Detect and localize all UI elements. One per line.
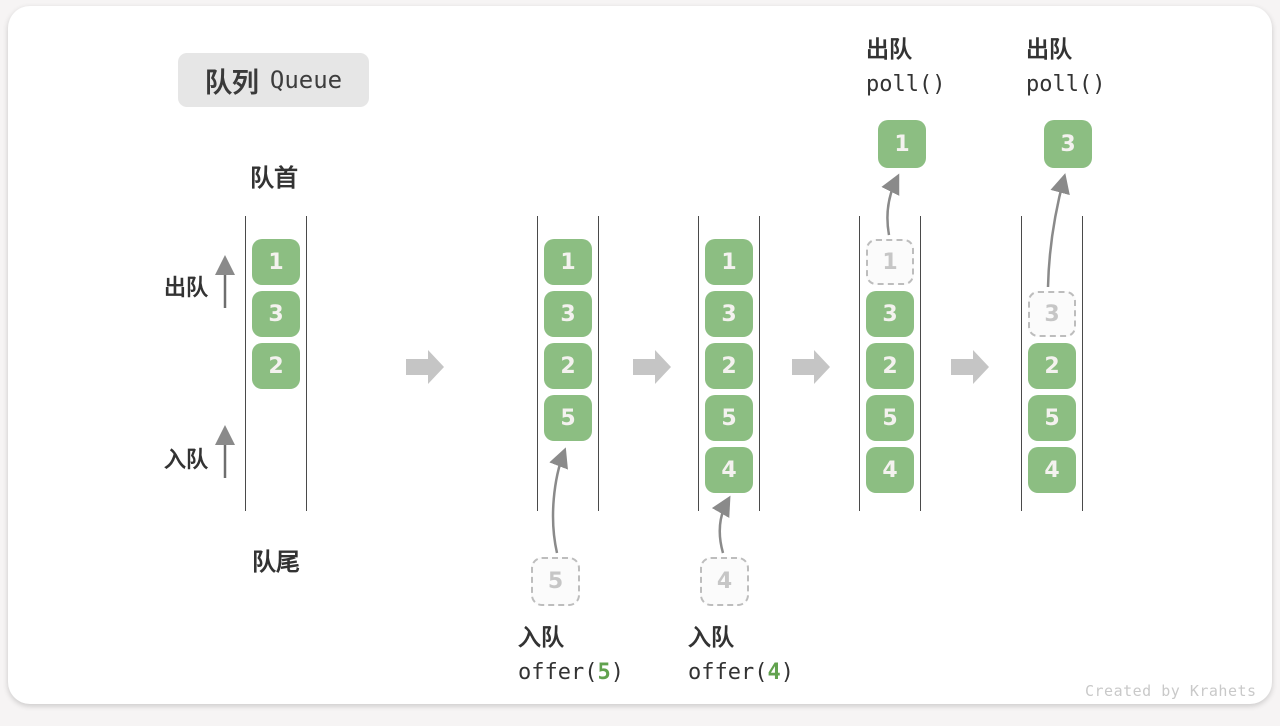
staged-element: 4 bbox=[700, 557, 749, 606]
queue-element: 5 bbox=[866, 395, 914, 441]
title-en: Queue bbox=[269, 66, 343, 94]
label-dequeue-direction: 出队 bbox=[163, 275, 208, 300]
flow-arrow-icon-3 bbox=[792, 350, 830, 384]
label-enqueue-direction: 入队 bbox=[163, 447, 208, 472]
queue-element: 1 bbox=[544, 239, 592, 285]
queue-element: 2 bbox=[1028, 343, 1076, 389]
label-queue-front: 队首 bbox=[250, 165, 298, 192]
watermark: Created by Krahets bbox=[1085, 682, 1257, 700]
op-dequeue-2-label: 出队 bbox=[1026, 36, 1072, 62]
queue-channel-initial bbox=[245, 216, 307, 511]
op-enqueue-4-fn: offer( bbox=[688, 660, 768, 685]
queue-element: 3 bbox=[544, 291, 592, 337]
queue-element: 4 bbox=[1028, 447, 1076, 493]
op-dequeue-1-code: poll() bbox=[866, 72, 946, 97]
flow-arrow-icon-1 bbox=[406, 350, 444, 384]
op-enqueue-4-close: ) bbox=[780, 660, 794, 685]
queue-element: 2 bbox=[544, 343, 592, 389]
queue-element: 3 bbox=[705, 291, 753, 337]
op-enqueue-4-code: offer(4) bbox=[688, 658, 794, 688]
op-enqueue-5-close: ) bbox=[610, 660, 624, 685]
queue-channel-after-offer-5 bbox=[537, 216, 599, 511]
arrows-overlay bbox=[215, 173, 1070, 554]
diagram-card: 队列 Queue 队首 队尾 出队 入队 1 3 2 1 3 2 5 5 1 3 2 5 4 4 1 3 2 5 4… bbox=[8, 6, 1272, 704]
op-enqueue-4-label: 入队 bbox=[688, 624, 734, 650]
op-enqueue-4: 入队 offer(4) bbox=[688, 622, 794, 688]
queue-element-ghost: 3 bbox=[1028, 291, 1076, 337]
title-badge: 队列 Queue bbox=[178, 53, 369, 107]
queue-element: 5 bbox=[1028, 395, 1076, 441]
op-dequeue-1: 出队 poll() bbox=[866, 34, 945, 100]
op-dequeue-2: 出队 poll() bbox=[1026, 34, 1105, 100]
op-enqueue-5-code: offer(5) bbox=[518, 658, 624, 688]
queue-element: 3 bbox=[866, 291, 914, 337]
queue-element: 1 bbox=[705, 239, 753, 285]
op-enqueue-5-arg: 5 bbox=[597, 660, 611, 685]
op-dequeue-2-code: poll() bbox=[1026, 72, 1106, 97]
queue-channel-after-offer-4 bbox=[698, 216, 760, 511]
flow-arrow-icon-2 bbox=[633, 350, 671, 384]
label-queue-rear: 队尾 bbox=[252, 549, 300, 576]
op-enqueue-5-label: 入队 bbox=[518, 624, 564, 650]
queue-element: 2 bbox=[705, 343, 753, 389]
queue-element: 1 bbox=[252, 239, 300, 285]
queue-channel-after-poll-1 bbox=[859, 216, 921, 511]
queue-element: 4 bbox=[705, 447, 753, 493]
op-enqueue-4-arg: 4 bbox=[767, 660, 781, 685]
queue-element: 4 bbox=[866, 447, 914, 493]
op-enqueue-5: 入队 offer(5) bbox=[518, 622, 624, 688]
polled-element: 1 bbox=[878, 120, 926, 168]
queue-element: 5 bbox=[544, 395, 592, 441]
polled-element: 3 bbox=[1044, 120, 1092, 168]
op-dequeue-1-label: 出队 bbox=[866, 36, 912, 62]
title-zh: 队列 bbox=[204, 67, 259, 98]
queue-element-ghost: 1 bbox=[866, 239, 914, 285]
staged-element: 5 bbox=[531, 557, 580, 606]
queue-element: 2 bbox=[866, 343, 914, 389]
op-enqueue-5-fn: offer( bbox=[518, 660, 598, 685]
queue-channel-after-poll-3 bbox=[1021, 216, 1083, 511]
flow-arrow-icon-4 bbox=[951, 350, 989, 384]
queue-element: 3 bbox=[252, 291, 300, 337]
queue-element: 2 bbox=[252, 343, 300, 389]
queue-element: 5 bbox=[705, 395, 753, 441]
